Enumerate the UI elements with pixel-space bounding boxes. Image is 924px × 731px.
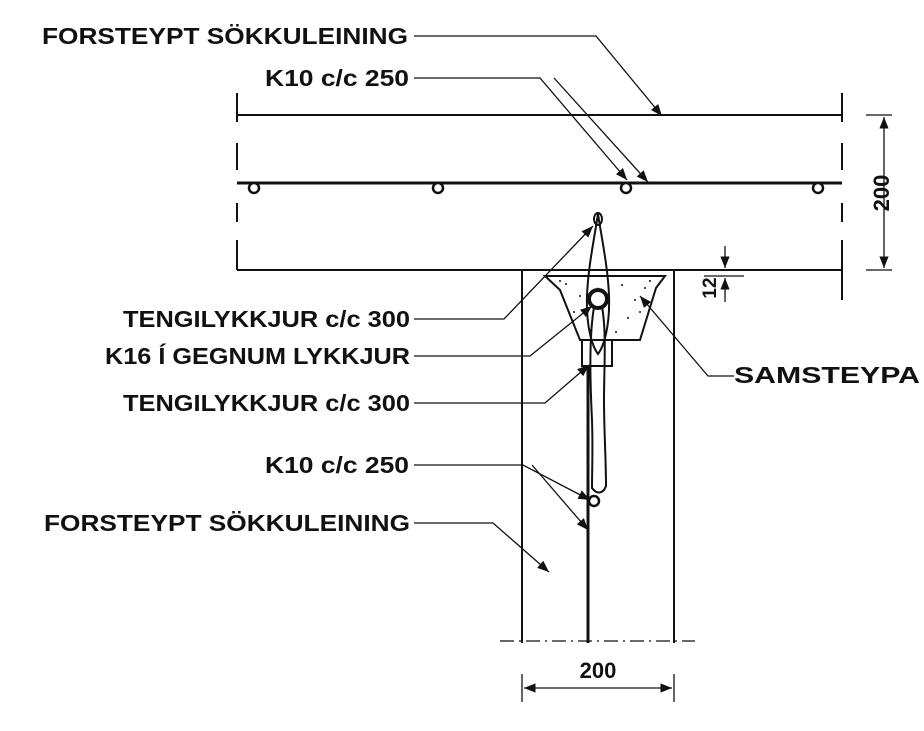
dim-joint-gap-label: 12 <box>700 277 721 298</box>
label-grout: SAMSTEYPA <box>639 295 920 388</box>
dim-slab-thickness-label: 200 <box>869 175 894 212</box>
upper-precast-element <box>236 93 843 300</box>
grout-outline <box>542 275 667 341</box>
label-wall-rebar: K10 c/c 250 <box>265 452 591 531</box>
label-text: K10 c/c 250 <box>265 452 409 478</box>
wall-rebar-section <box>587 494 601 508</box>
dimension-joint-gap: 12 <box>700 246 744 302</box>
label-text: K10 c/c 250 <box>265 65 409 91</box>
connection-loops <box>585 212 611 494</box>
dimension-wall-width: 200 <box>521 658 675 702</box>
upper-loop-end <box>593 212 603 226</box>
leader <box>414 35 663 117</box>
label-text: TENGILYKKJUR c/c 300 <box>123 306 410 332</box>
rebar-section <box>247 181 261 195</box>
upper-loop <box>585 213 611 356</box>
leader <box>414 464 591 501</box>
rebar-dots <box>247 181 825 195</box>
leader <box>414 77 628 181</box>
label-text: SAMSTEYPA <box>734 362 920 388</box>
label-k16: K16 Í GEGNUM LYKKJUR <box>105 305 593 369</box>
label-text: K16 Í GEGNUM LYKKJUR <box>105 342 410 369</box>
label-text: FORSTEYPT SÖKKULEINING <box>44 510 410 536</box>
leader <box>553 77 649 183</box>
leader <box>414 305 593 357</box>
lower-loop <box>589 286 608 494</box>
leader <box>639 295 734 377</box>
leader <box>414 522 550 573</box>
label-loops-upper: TENGILYKKJUR c/c 300 <box>123 225 594 332</box>
grout-speckles <box>559 280 651 333</box>
leader <box>414 225 594 320</box>
dimension-slab-thickness: 200 <box>866 114 894 271</box>
label-text: TENGILYKKJUR c/c 300 <box>123 390 410 416</box>
label-bottom-precast: FORSTEYPT SÖKKULEINING <box>44 510 550 573</box>
label-top-precast: FORSTEYPT SÖKKULEINING <box>42 23 663 117</box>
rebar-section <box>811 181 825 195</box>
rebar-section <box>619 181 633 195</box>
k16-bar-section <box>587 288 609 310</box>
dim-wall-width-label: 200 <box>580 658 617 683</box>
label-text: FORSTEYPT SÖKKULEINING <box>42 23 408 49</box>
label-top-rebar: K10 c/c 250 <box>265 65 649 183</box>
rebar-section <box>431 181 445 195</box>
label-loops-lower: TENGILYKKJUR c/c 300 <box>123 364 590 416</box>
leader <box>531 464 589 531</box>
leader <box>414 364 590 404</box>
